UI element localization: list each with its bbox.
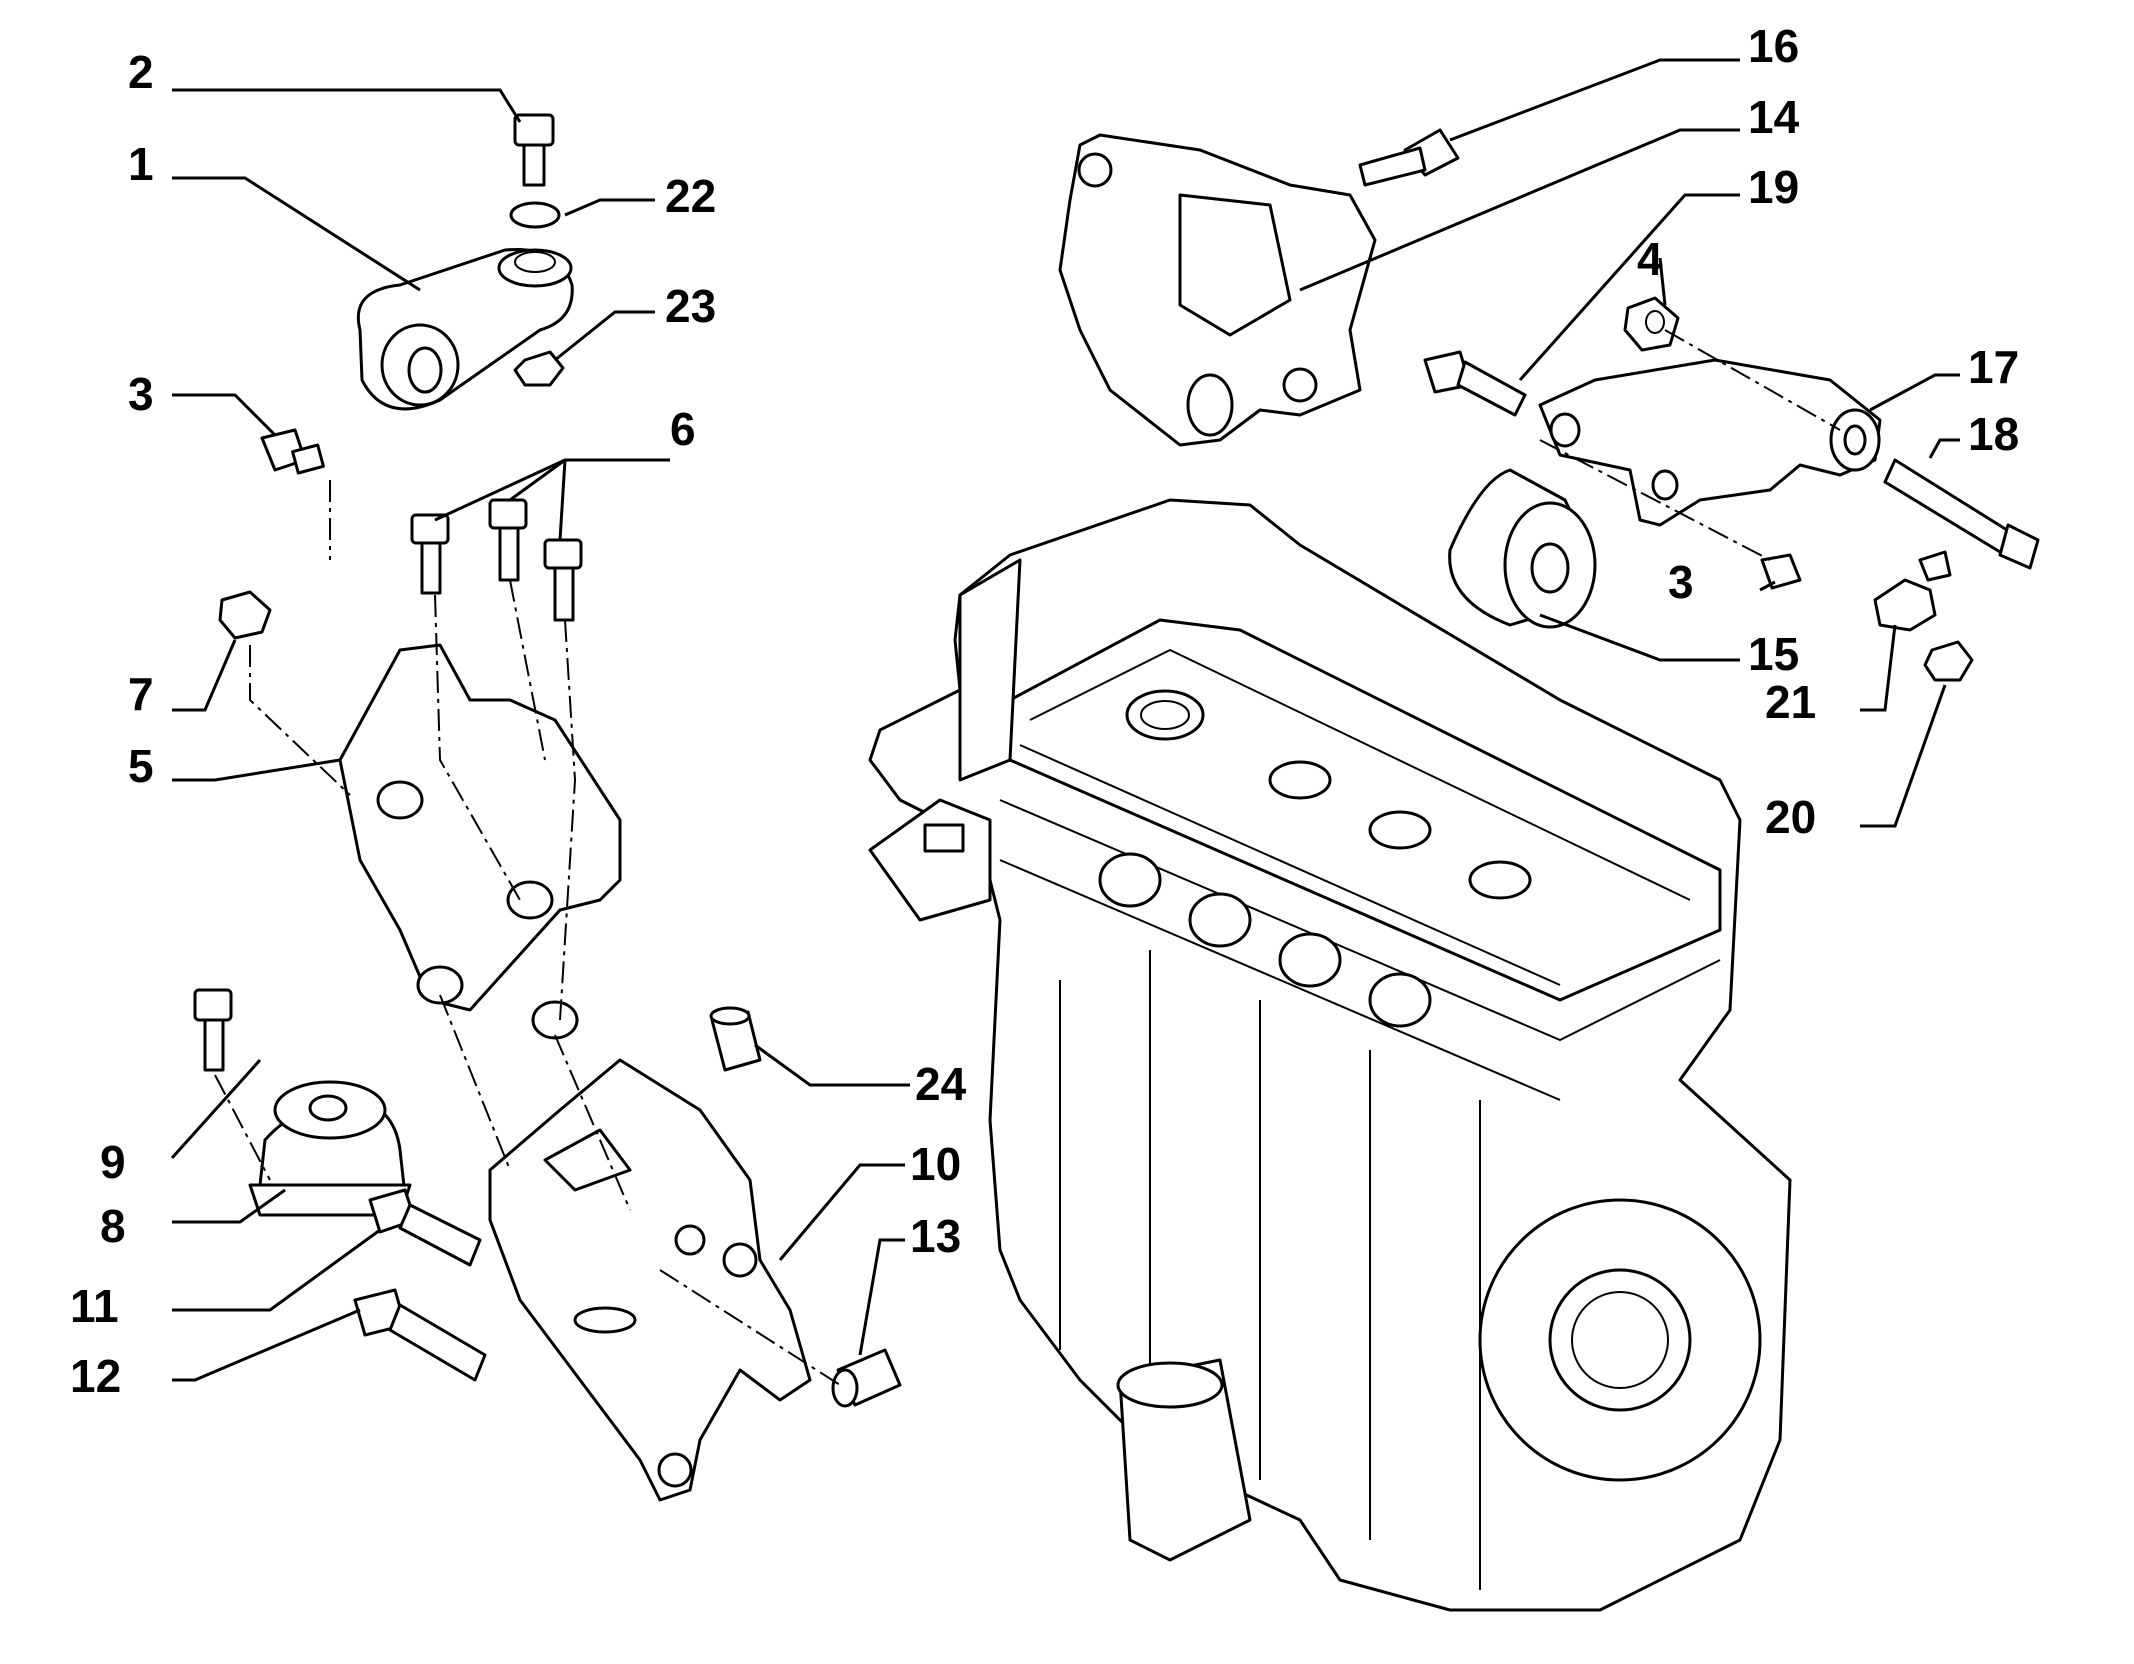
- callout-24: 24: [915, 1058, 967, 1110]
- pin-13: [831, 1348, 902, 1408]
- bolt-3-left: [260, 428, 325, 475]
- rubber-mount-8: [248, 1080, 412, 1217]
- callout-13: 13: [910, 1210, 961, 1262]
- lower-bracket-10: [488, 1058, 812, 1502]
- callout-15: 15: [1748, 628, 1799, 680]
- callout-16: 16: [1748, 20, 1799, 72]
- upper-torque-mount: [356, 247, 574, 411]
- leader-lines: [170, 58, 1960, 1382]
- nut-7: [218, 590, 272, 640]
- callout-23: 23: [665, 280, 716, 332]
- callout-10: 10: [910, 1138, 961, 1190]
- callout-21: 21: [1765, 676, 1816, 728]
- nut-3-right: [1760, 553, 1802, 590]
- callout-1: 1: [128, 138, 154, 190]
- bracket-17: [1538, 358, 1882, 527]
- callout-17: 17: [1968, 341, 2019, 393]
- assembly-axis-lines: [214, 329, 1841, 1386]
- callout-11: 11: [70, 1280, 119, 1332]
- engine-block-drawing: [868, 498, 1792, 1612]
- nut-4: [1623, 296, 1680, 352]
- callout-9: 9: [100, 1136, 126, 1188]
- engine-bracket-5: [338, 643, 622, 1040]
- bracket-14: [1058, 133, 1377, 447]
- callout-2: 2: [128, 46, 154, 98]
- callout-3-right: 3: [1668, 556, 1694, 608]
- callout-5: 5: [128, 740, 154, 792]
- bolt-11: [368, 1188, 482, 1267]
- callout-12: 12: [70, 1350, 121, 1402]
- spacer-24: [709, 1006, 762, 1072]
- callout-20: 20: [1765, 791, 1816, 843]
- callout-7: 7: [128, 668, 154, 720]
- nut-20: [1923, 640, 1974, 682]
- callout-4: 4: [1637, 233, 1663, 285]
- bolt-2: [513, 113, 555, 187]
- callout-19: 19: [1748, 161, 1799, 213]
- bolt-12: [353, 1288, 487, 1382]
- clip-21: [1873, 550, 1952, 632]
- callout-14: 14: [1748, 91, 1800, 143]
- callout-22: 22: [665, 170, 716, 222]
- callout-labels: 1 2 3 3 4 5 6 7 8 9 10 11 12 13 14 15 16…: [70, 20, 2019, 1402]
- bush-15: [1448, 468, 1597, 629]
- callout-18: 18: [1968, 408, 2019, 460]
- callout-8: 8: [100, 1200, 126, 1252]
- bolt-19: [1423, 350, 1527, 417]
- washer-22: [509, 201, 561, 229]
- bolts-6: [410, 498, 583, 622]
- nut-23: [513, 350, 565, 387]
- callout-6: 6: [670, 403, 696, 455]
- bolt-9: [193, 988, 233, 1072]
- bolt-16: [1358, 128, 1460, 187]
- callout-3-left: 3: [128, 368, 154, 420]
- bolt-18: [1883, 458, 2040, 570]
